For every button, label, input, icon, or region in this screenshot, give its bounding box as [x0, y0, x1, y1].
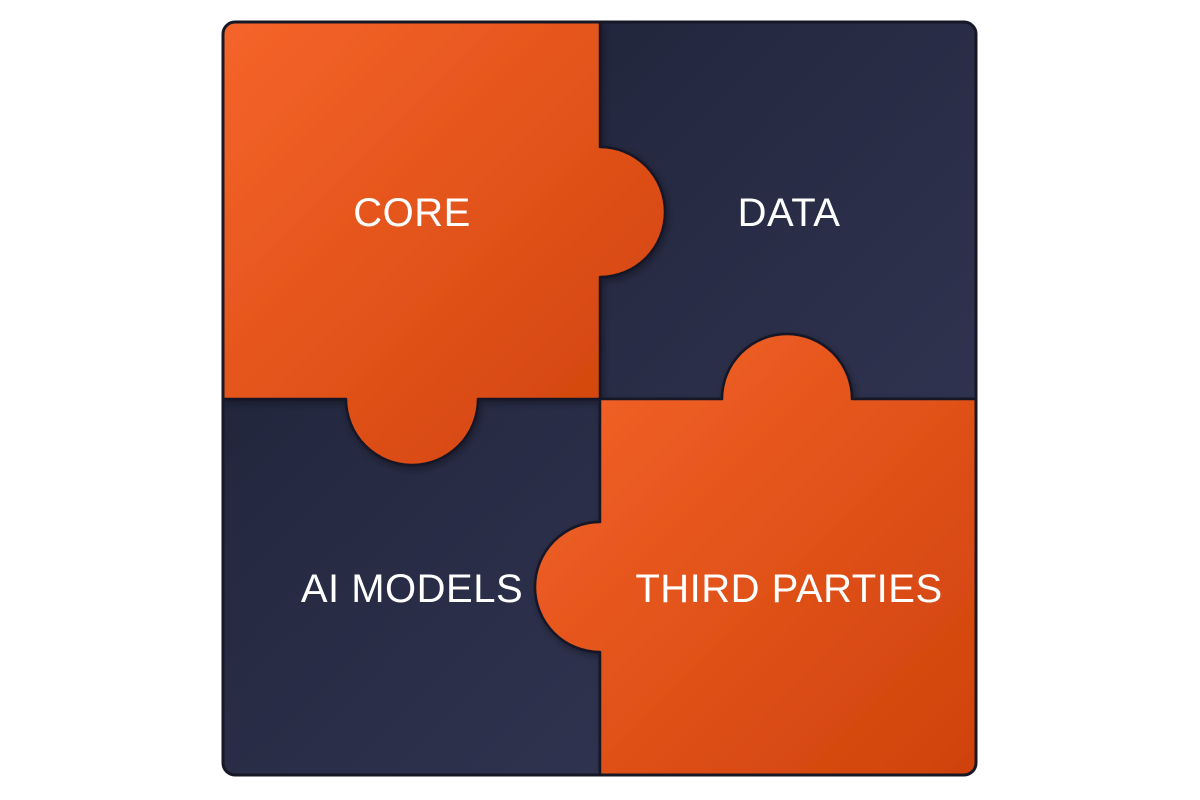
label-data: DATA [738, 191, 841, 235]
label-ai-models: AI MODELS [301, 567, 523, 611]
piece-core [223, 22, 667, 467]
puzzle-frame [221, 20, 978, 777]
label-core: CORE [353, 191, 471, 235]
piece-third-parties [533, 332, 976, 775]
label-third-parties: THIRD PARTIES [635, 567, 942, 611]
